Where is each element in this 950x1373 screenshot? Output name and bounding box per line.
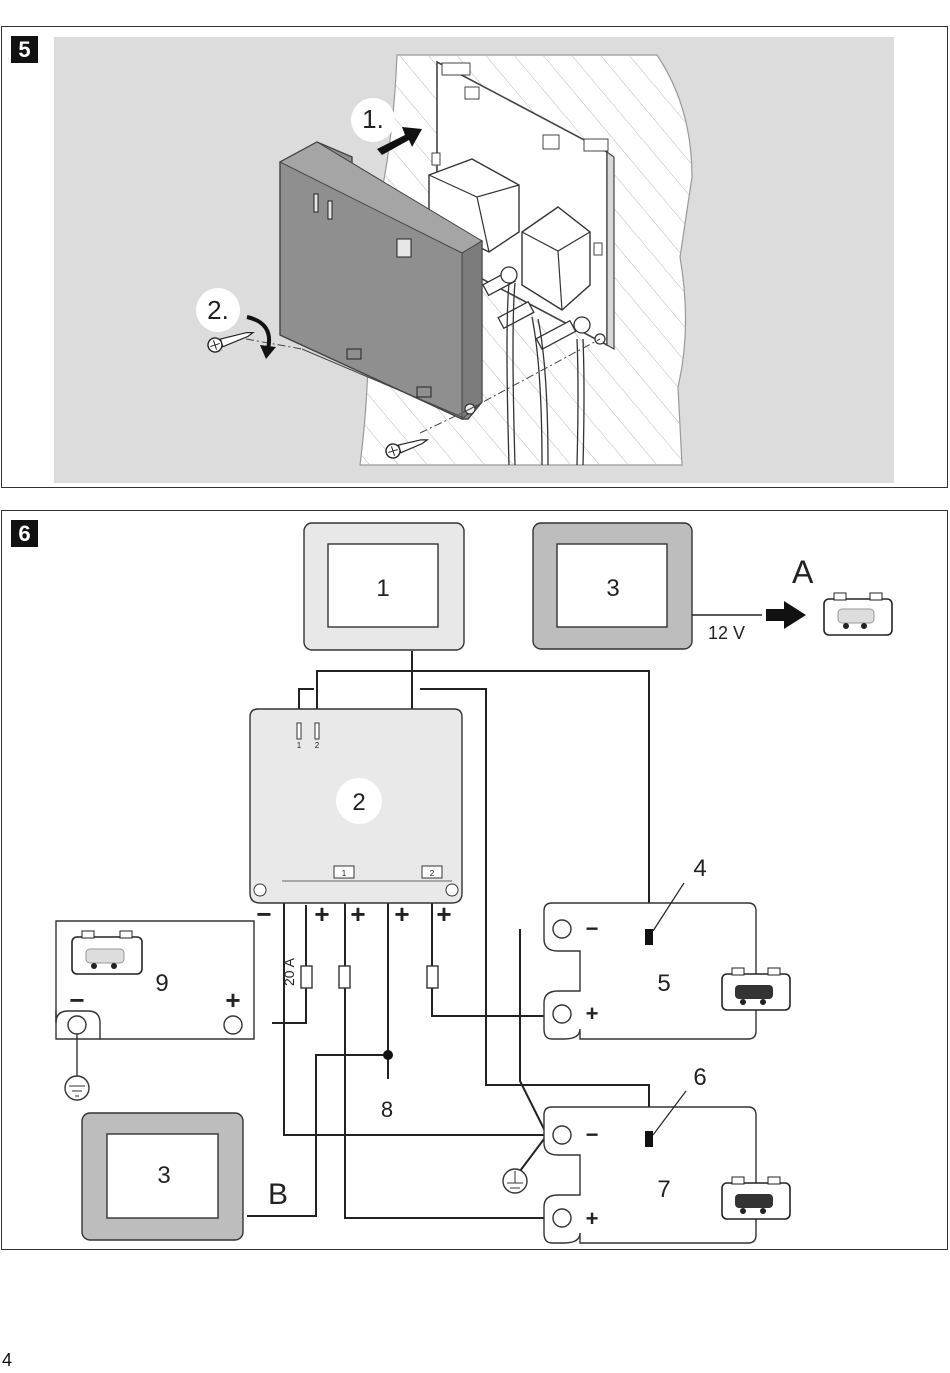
polarity-minus-b9: − — [69, 985, 84, 1015]
step1-badge — [351, 98, 395, 142]
step1-arrow-icon — [377, 127, 422, 155]
polarity-minus-cu: − — [256, 899, 271, 929]
polarity-plus-cu-3: + — [394, 899, 409, 929]
camper-battery-icon-9 — [71, 930, 143, 975]
junction-8-label: 8 — [381, 1097, 393, 1122]
terminal-batt1-label: 1 — [342, 869, 347, 878]
polarity-plus-b7: + — [586, 1206, 599, 1231]
polarity-plus-cu-2: + — [350, 899, 365, 929]
page-number: 4 — [2, 1350, 13, 1370]
battery-7 — [502, 1106, 757, 1244]
camper-battery-icon-5 — [721, 967, 791, 1011]
control-unit-2-label: 2 — [352, 789, 365, 816]
display-1-label: 1 — [376, 575, 389, 602]
junction-8-dot — [383, 1050, 393, 1060]
battery-5-label: 5 — [657, 970, 670, 997]
control-unit-2 — [249, 708, 463, 904]
panel-3-bottom — [81, 1112, 244, 1241]
figure-5-mounting: 5 — [1, 26, 948, 488]
wiring-diagram: 1 3 12 V A 2 — [55, 522, 893, 1244]
polarity-minus-b5: − — [586, 916, 599, 941]
step2-rotate-arrow-icon — [246, 315, 271, 350]
fuses — [300, 965, 439, 989]
output-arrow-icon — [766, 601, 806, 629]
battery-5 — [543, 902, 757, 1040]
polarity-plus-cu-4: + — [436, 899, 451, 929]
panel-3-bottom-label: 3 — [157, 1162, 170, 1189]
sensor-2-label: 2 — [315, 741, 320, 750]
step1-label: 1. — [362, 104, 384, 134]
callout-4-label: 4 — [693, 855, 706, 882]
output-B-label: B — [268, 1178, 288, 1211]
screw-upper — [207, 331, 255, 353]
battery-7-label: 7 — [657, 1176, 670, 1203]
controller-housing — [278, 141, 483, 421]
step2-label: 2. — [207, 295, 229, 325]
battery-9-label: 9 — [155, 970, 168, 997]
wires — [247, 651, 650, 1219]
polarity-plus-cu-1: + — [314, 899, 329, 929]
panel-3-top — [532, 522, 693, 650]
cables — [506, 282, 585, 466]
figure-6-number: 6 — [11, 520, 38, 547]
polarity-minus-b7: − — [586, 1122, 599, 1147]
alignment-lines — [245, 338, 601, 434]
display-1 — [303, 522, 465, 651]
callout-6-label: 6 — [693, 1064, 706, 1091]
callout-6-leader — [652, 1090, 687, 1136]
polarity-plus-b9: + — [225, 985, 240, 1015]
output-A-label: A — [792, 554, 814, 590]
step2-arrowhead-icon — [260, 345, 276, 359]
panel-3-top-label: 3 — [606, 575, 619, 602]
figure-5-number: 5 — [11, 36, 38, 63]
camper-battery-icon-7 — [721, 1176, 791, 1220]
sensor-1-label: 1 — [297, 741, 302, 750]
terminal-batt2-label: 2 — [430, 869, 435, 878]
fuse-rating-label: 20 A — [281, 957, 297, 986]
step2-badge — [196, 288, 240, 332]
camper-battery-icon-A — [823, 592, 893, 636]
polarity-plus-b5: + — [586, 1001, 599, 1026]
mounting-illustration: 1. 2. — [54, 37, 894, 483]
voltage-label: 12 V — [708, 623, 745, 643]
callout-4-leader — [652, 882, 685, 932]
figure-6-wiring-diagram: 6 1 3 12 V — [1, 510, 948, 1250]
screw-lower — [385, 439, 430, 459]
